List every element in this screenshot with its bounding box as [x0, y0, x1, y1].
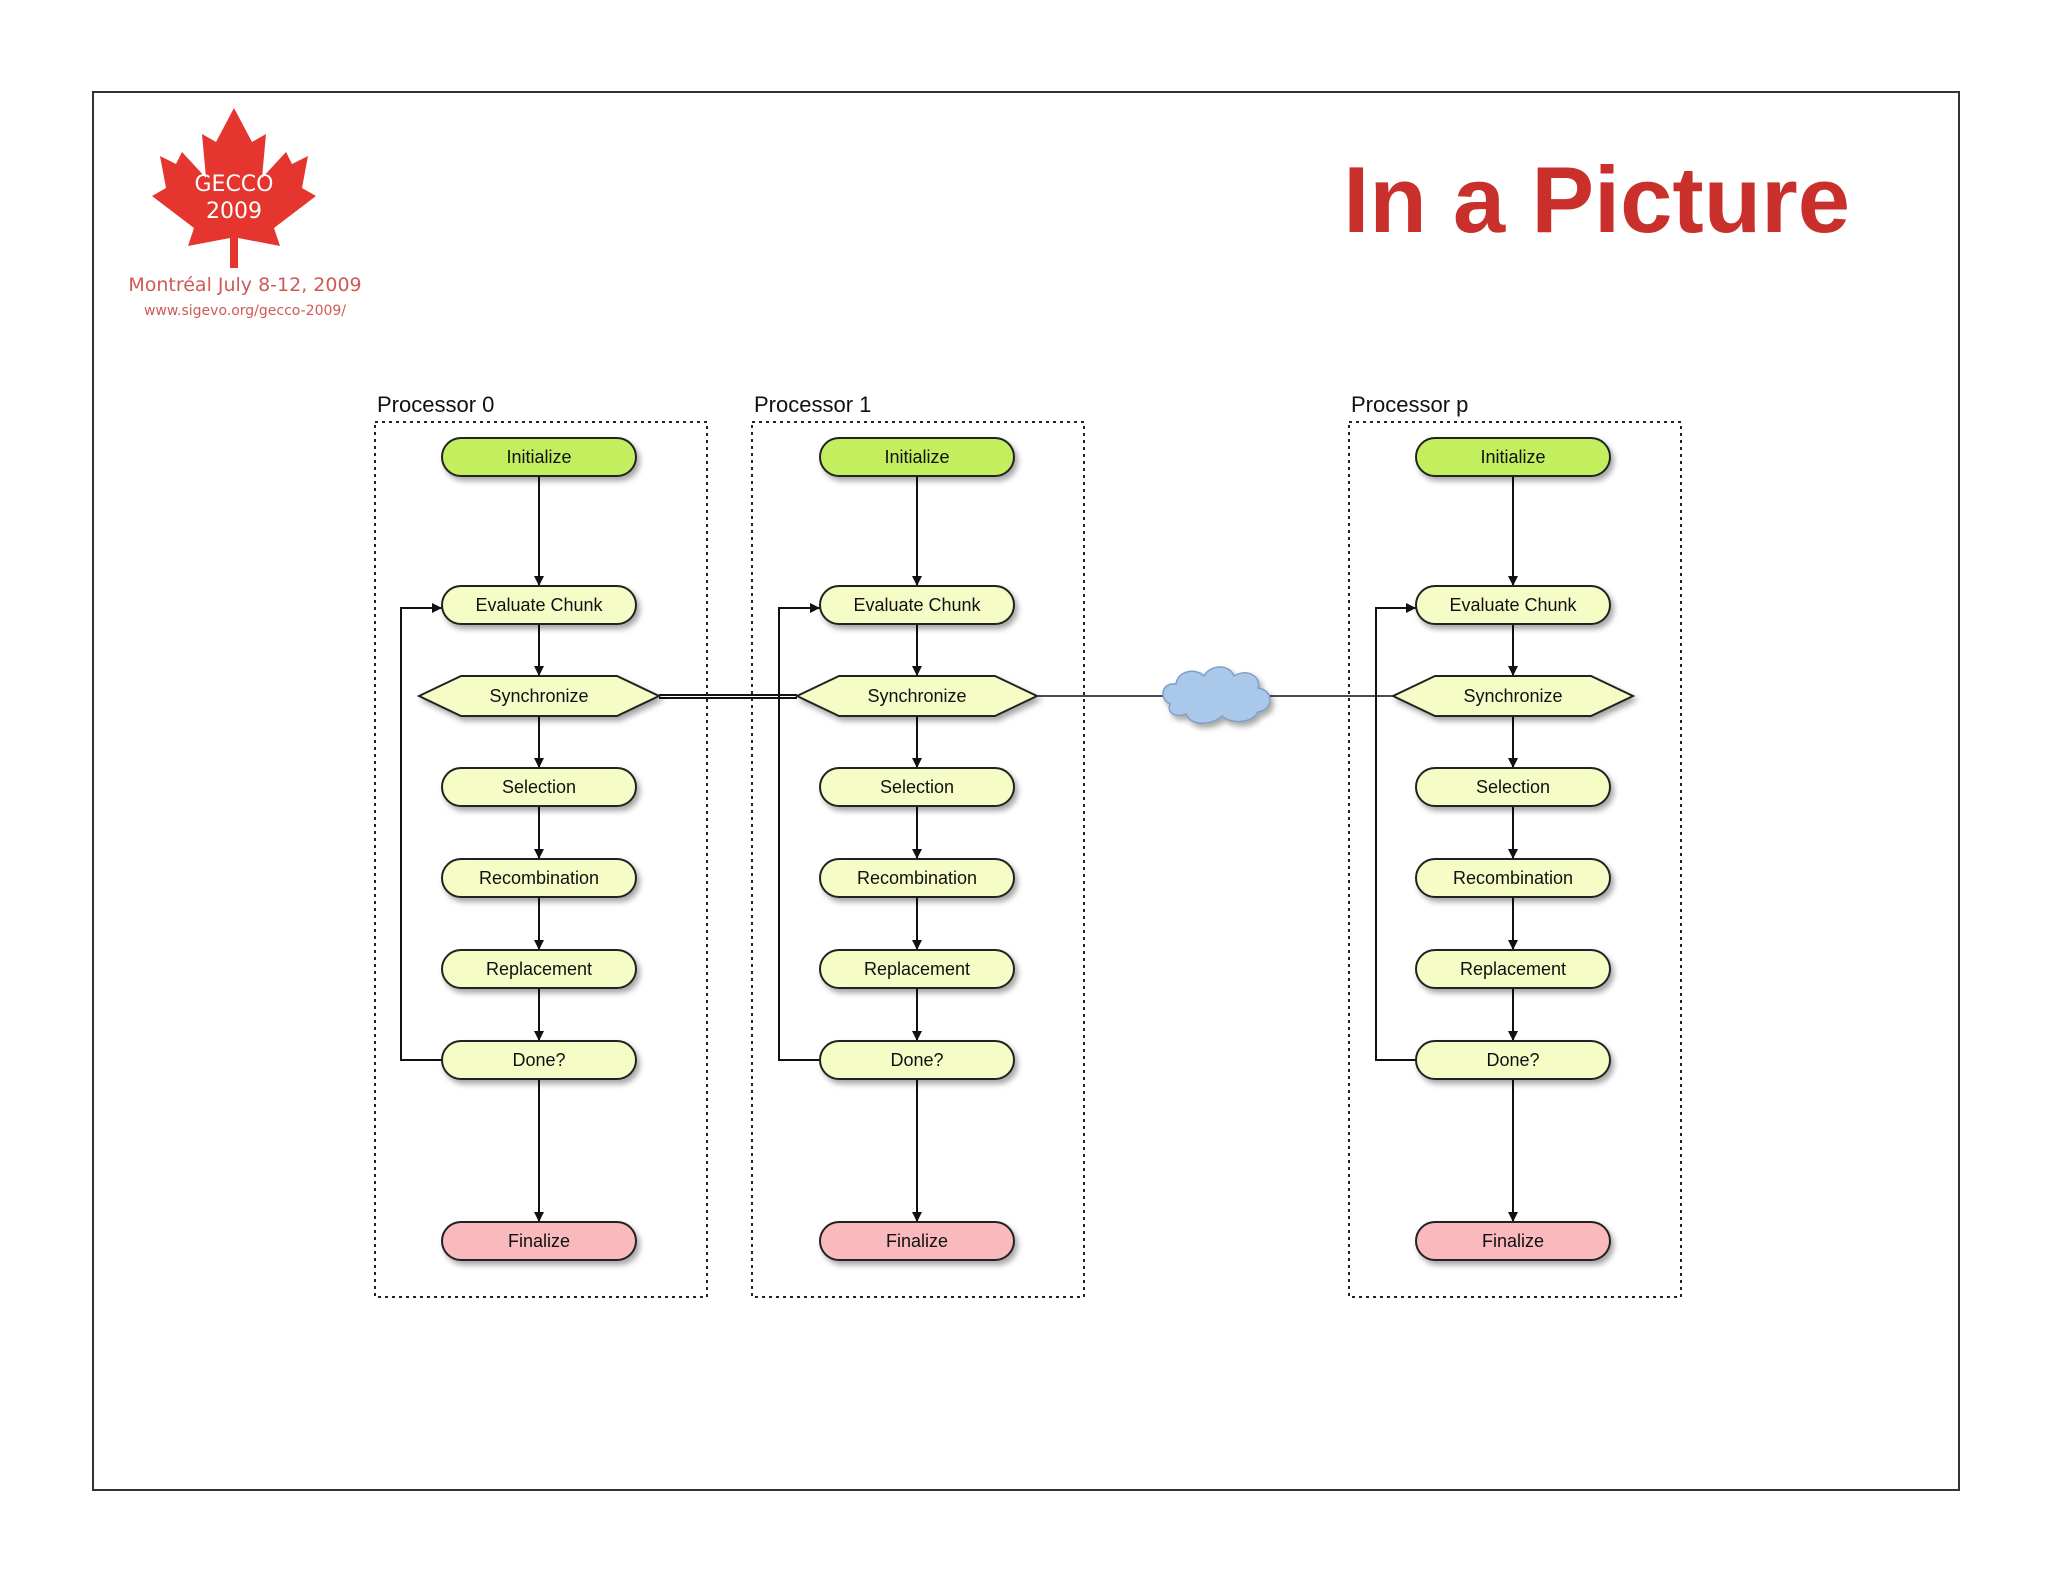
node-label-initialize: Initialize: [1480, 447, 1545, 467]
processor-label: Processor p: [1351, 392, 1468, 417]
node-label-done: Done?: [1486, 1050, 1539, 1070]
node-label-done: Done?: [890, 1050, 943, 1070]
loop-back-arrow: [400, 603, 442, 1061]
logo-name-line2: 2009: [206, 199, 262, 224]
node-synchronize: [794, 675, 1040, 717]
node-recombination: [1415, 858, 1611, 898]
maple-leaf-icon: GECCO 2009: [152, 108, 316, 268]
node-label-synchronize: Synchronize: [1463, 686, 1562, 706]
cloud-shape: [1162, 666, 1271, 724]
cloud-icon: [1162, 666, 1271, 724]
node-evaluate-chunk: [441, 585, 637, 625]
node-done: [819, 1040, 1015, 1080]
node-done: [441, 1040, 637, 1080]
node-label-replacement: Replacement: [1460, 959, 1566, 979]
node-label-done: Done?: [512, 1050, 565, 1070]
processor-label: Processor 0: [377, 392, 494, 417]
node-selection: [441, 767, 637, 807]
node-label-finalize: Finalize: [508, 1231, 570, 1251]
node-replacement: [441, 949, 637, 989]
slide-frame: [92, 91, 1960, 1491]
node-label-evaluate-chunk: Evaluate Chunk: [475, 595, 603, 615]
node-synchronize: [1390, 675, 1636, 717]
node-label-evaluate-chunk: Evaluate Chunk: [853, 595, 981, 615]
node-label-recombination: Recombination: [1453, 868, 1573, 888]
node-finalize: [819, 1221, 1015, 1261]
node-done: [1415, 1040, 1611, 1080]
node-recombination: [819, 858, 1015, 898]
node-label-replacement: Replacement: [864, 959, 970, 979]
node-label-recombination: Recombination: [857, 868, 977, 888]
logo-name-line1: GECCO: [195, 172, 274, 197]
node-replacement: [1415, 949, 1611, 989]
node-finalize: [1415, 1221, 1611, 1261]
node-selection: [1415, 767, 1611, 807]
node-initialize: [441, 437, 637, 477]
node-synchronize: [416, 675, 662, 717]
node-label-replacement: Replacement: [486, 959, 592, 979]
slide-title: In a Picture: [1343, 147, 1850, 252]
node-label-selection: Selection: [502, 777, 576, 797]
processor-boundary: [751, 421, 1085, 1298]
node-evaluate-chunk: [1415, 585, 1611, 625]
node-label-finalize: Finalize: [1482, 1231, 1544, 1251]
logo-url: www.sigevo.org/gecco-2009/: [143, 303, 347, 319]
loop-back-arrow: [1375, 603, 1416, 1061]
node-label-synchronize: Synchronize: [867, 686, 966, 706]
node-label-selection: Selection: [1476, 777, 1550, 797]
node-label-initialize: Initialize: [884, 447, 949, 467]
logo-place-date: Montréal July 8-12, 2009: [128, 274, 362, 296]
node-evaluate-chunk: [819, 585, 1015, 625]
gecco-logo: GECCO 2009 Montréal July 8-12, 2009 www.…: [110, 100, 380, 330]
node-label-synchronize: Synchronize: [489, 686, 588, 706]
node-recombination: [441, 858, 637, 898]
node-initialize: [819, 437, 1015, 477]
node-label-evaluate-chunk: Evaluate Chunk: [1449, 595, 1577, 615]
node-selection: [819, 767, 1015, 807]
node-finalize: [441, 1221, 637, 1261]
node-replacement: [819, 949, 1015, 989]
node-label-finalize: Finalize: [886, 1231, 948, 1251]
processor-boundary: [1348, 421, 1682, 1298]
processor-label: Processor 1: [754, 392, 871, 417]
loop-back-arrow: [778, 603, 820, 1061]
node-label-initialize: Initialize: [506, 447, 571, 467]
node-initialize: [1415, 437, 1611, 477]
node-label-recombination: Recombination: [479, 868, 599, 888]
node-label-selection: Selection: [880, 777, 954, 797]
processor-boundary: [374, 421, 708, 1298]
